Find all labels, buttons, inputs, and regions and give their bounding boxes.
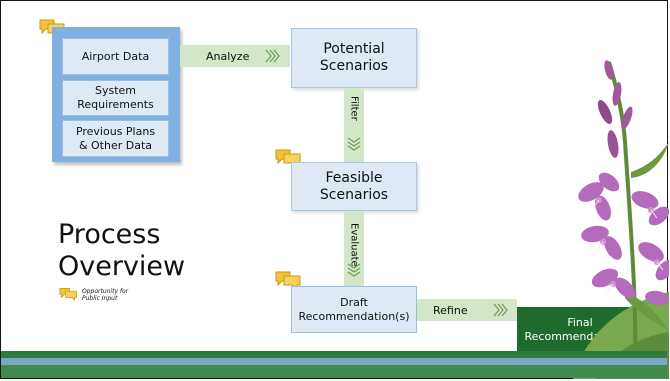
- refine-label: Refine: [433, 303, 468, 317]
- legend-public-input: Opportunity for Public Input: [82, 288, 129, 302]
- feasible-scenarios-box: Feasible Scenarios: [291, 162, 417, 211]
- chevron-right-icon: [265, 49, 280, 63]
- bottom-bar-dark: [1, 351, 667, 358]
- process-overview-title: Process Overview: [58, 219, 186, 282]
- input-label: Previous Plans & Other Data: [75, 124, 156, 152]
- feasible-scenarios-label: Feasible Scenarios: [319, 169, 389, 203]
- chevron-down-icon: [347, 263, 361, 277]
- chevron-down-icon: [347, 137, 361, 151]
- draft-recommendation-label: Draft Recommendation(s): [298, 295, 410, 323]
- evaluate-label: Evaluate: [348, 223, 360, 267]
- draft-recommendation-box: Draft Recommendation(s): [291, 286, 417, 333]
- input-previous-plans: Previous Plans & Other Data: [62, 120, 169, 157]
- input-label: Airport Data: [81, 49, 150, 63]
- bottom-bar-light: [1, 358, 667, 365]
- analyze-label: Analyze: [206, 49, 250, 63]
- refine-arrow: Refine: [417, 299, 517, 321]
- input-label: System Requirements: [77, 84, 154, 111]
- analyze-arrow: Analyze: [180, 45, 290, 67]
- fireweed-flower-illustration: [573, 60, 669, 379]
- potential-scenarios-box: Potential Scenarios: [291, 28, 417, 88]
- public-input-comment-icon: [59, 288, 78, 301]
- chevron-right-icon: [493, 303, 508, 317]
- bottom-bar-base: [1, 365, 667, 378]
- potential-scenarios-label: Potential Scenarios: [319, 41, 389, 74]
- filter-label: Filter: [348, 96, 360, 121]
- filter-arrow: Filter: [344, 88, 364, 162]
- evaluate-arrow: Evaluate: [344, 211, 364, 286]
- input-airport-data: Airport Data: [62, 38, 169, 75]
- input-system-requirements: System Requirements: [62, 80, 169, 116]
- public-input-comment-icon: [275, 271, 301, 290]
